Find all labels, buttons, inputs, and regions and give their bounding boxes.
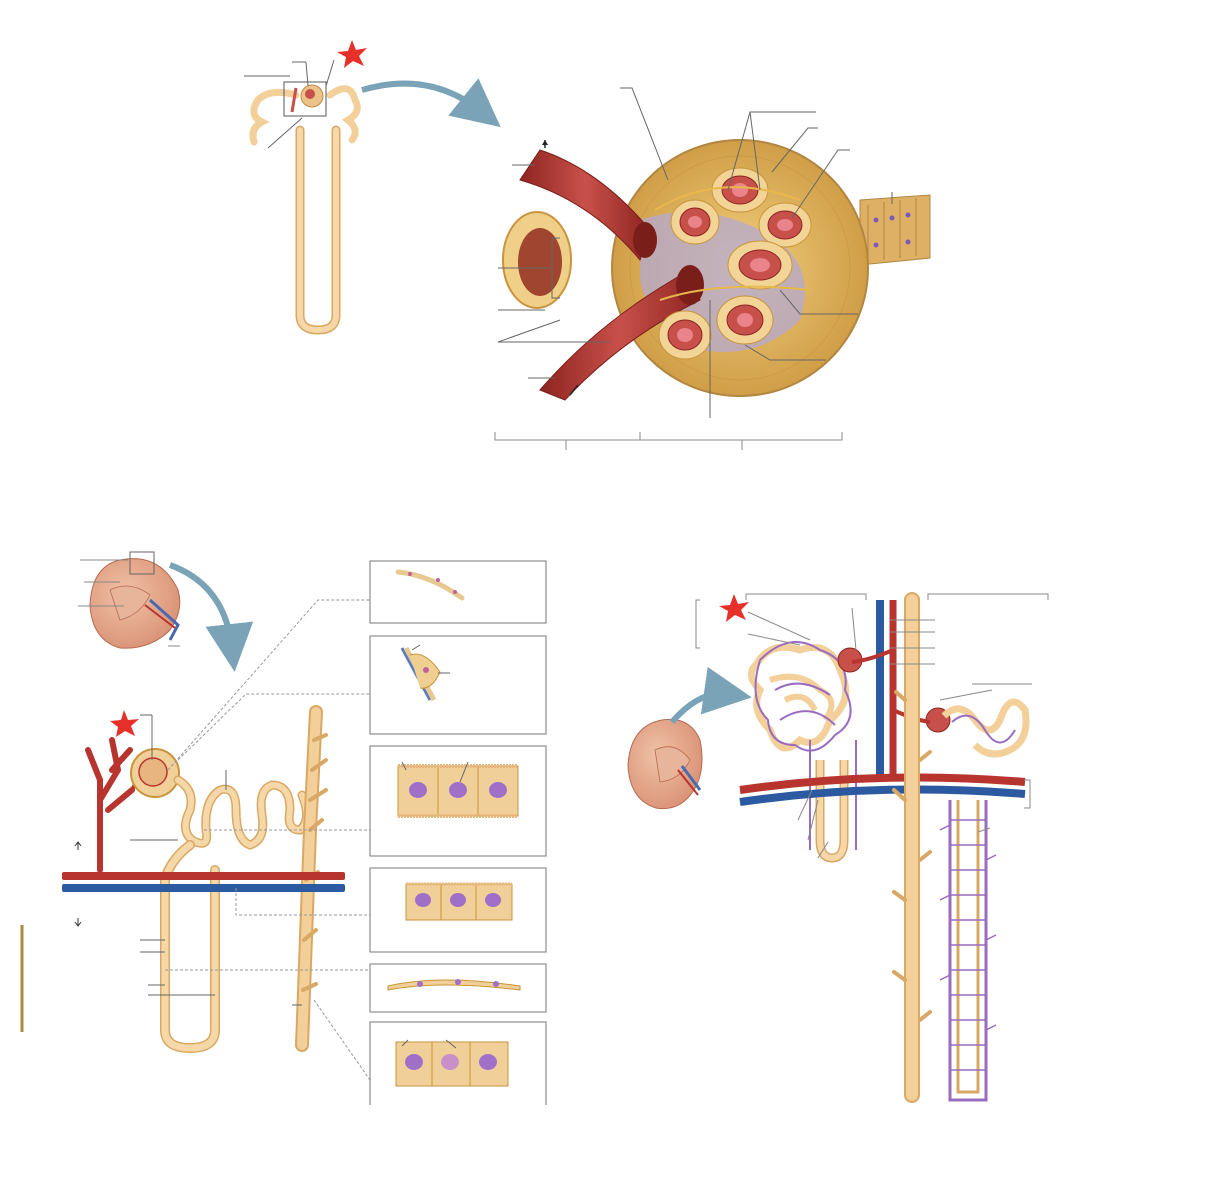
connector-lines — [165, 599, 371, 1081]
histology-box-3 — [369, 745, 547, 857]
nephron-vasculature-diagram — [739, 592, 1030, 1103]
histology-box-6 — [369, 1021, 547, 1105]
histology-box-1 — [369, 560, 547, 624]
zoom-arrow-1 — [361, 78, 501, 128]
red-star-marker — [337, 40, 367, 68]
red-star-marker-3 — [719, 594, 749, 622]
red-star-marker-2 — [110, 710, 139, 737]
small-nephron — [244, 59, 361, 335]
histology-box-2 — [369, 635, 547, 735]
region-brackets — [494, 432, 843, 450]
vasculature-leader-lines — [695, 593, 1049, 859]
zoom-arrow-2 — [168, 562, 254, 672]
zoom-arrow-3 — [669, 666, 752, 724]
kidney-icon-right — [627, 718, 703, 810]
histology-box-5 — [369, 963, 547, 1013]
kidney-icon-left — [78, 551, 181, 649]
histology-panels — [369, 560, 547, 1105]
renal-corpuscle-leader-lines — [497, 87, 893, 418]
nephron-histology-diagram — [20, 705, 345, 1054]
histology-box-4 — [369, 867, 547, 953]
glomerular-capillary-loops — [658, 167, 812, 360]
renal-corpuscle — [502, 139, 931, 401]
